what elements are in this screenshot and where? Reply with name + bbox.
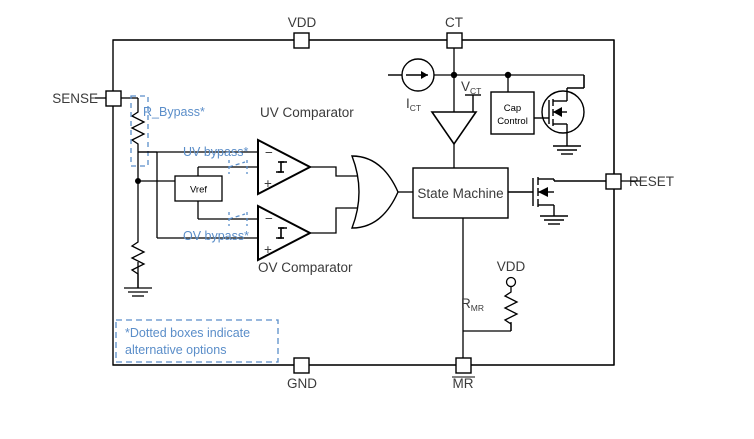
pin-mr[interactable]: MR xyxy=(452,357,475,391)
r-bypass-label: R_Bypass* xyxy=(143,105,205,119)
vct-label: VCT xyxy=(461,79,481,96)
ov-comparator: − + xyxy=(257,204,313,262)
pin-vdd-label: VDD xyxy=(288,15,317,30)
uv-hysteresis-icon xyxy=(276,161,287,173)
pin-sense[interactable]: SENSE xyxy=(52,90,122,107)
ct-rail-dot-2 xyxy=(504,71,512,79)
rmr-vdd-label: VDD xyxy=(497,259,526,274)
state-machine-block: State Machine xyxy=(412,167,509,219)
rmr-label: RMR xyxy=(461,296,484,313)
mr-reset-routing xyxy=(462,218,512,358)
reset-mosfet-ground-icon xyxy=(540,215,568,225)
ict-label: ICT xyxy=(406,96,421,113)
pin-mr-label: MR xyxy=(453,376,474,391)
vref-wires xyxy=(197,166,258,220)
or-gate xyxy=(350,155,399,229)
ov-bypass-label: OV bypass* xyxy=(183,229,249,243)
legend-line-2: alternative options xyxy=(125,343,226,357)
r-bypass-dashed-box xyxy=(130,95,149,167)
uv-comparator: − + xyxy=(257,138,313,196)
vct-comparator xyxy=(430,111,478,146)
reset-output-mosfet-icon xyxy=(508,177,606,216)
legend-box: *Dotted boxes indicate alternative optio… xyxy=(115,319,279,363)
ov-comp-minus-sign: − xyxy=(265,211,273,226)
uv-comparator-label: UV Comparator xyxy=(260,105,354,120)
comparator-input-wires xyxy=(138,151,258,239)
uv-bypass-switch-icon xyxy=(228,160,248,174)
ov-comparator-label: OV Comparator xyxy=(258,260,353,275)
legend-line-1: *Dotted boxes indicate xyxy=(125,326,250,340)
pin-gnd[interactable]: GND xyxy=(287,357,317,391)
pin-sense-label: SENSE xyxy=(52,91,98,106)
sense-ground-icon xyxy=(124,287,152,297)
ov-bypass-switch-icon xyxy=(228,212,248,226)
vct-reference-icon xyxy=(465,94,481,112)
uv-comp-minus-sign: − xyxy=(265,145,273,160)
discharge-mosfet-ground-icon xyxy=(553,140,581,155)
sense-divider-resistor xyxy=(130,238,146,288)
pin-vdd[interactable]: VDD xyxy=(288,15,317,49)
uv-comp-plus-sign: + xyxy=(264,176,272,191)
or-gate-wires xyxy=(310,166,413,234)
pin-reset-label: RESET xyxy=(629,174,674,189)
sense-branch xyxy=(128,97,139,288)
pin-ct-label: CT xyxy=(445,15,463,30)
pin-reset[interactable]: RESET xyxy=(605,173,674,190)
ov-hysteresis-icon xyxy=(276,227,287,239)
vref-label: Vref xyxy=(190,185,207,196)
r-bypass-resistor xyxy=(130,108,146,150)
vref-block: Vref xyxy=(174,175,223,202)
pin-gnd-label: GND xyxy=(287,376,317,391)
ct-rail-dot-1 xyxy=(450,71,458,79)
cap-control-block: Cap Control xyxy=(490,91,535,135)
cap-control-label-line2: Control xyxy=(497,116,528,127)
uv-bypass-label: UV bypass* xyxy=(183,145,248,159)
ict-current-source xyxy=(401,58,435,92)
cap-control-label-line1: Cap xyxy=(504,103,521,114)
vdd-node-circle-icon xyxy=(505,276,517,288)
external-pin-leads xyxy=(95,39,640,366)
pin-ct[interactable]: CT xyxy=(445,15,463,49)
ov-comp-plus-sign: + xyxy=(264,242,272,257)
rmr-resistor-icon xyxy=(503,288,519,331)
state-machine-label: State Machine xyxy=(417,186,503,201)
discharge-mosfet-icon xyxy=(534,75,585,140)
